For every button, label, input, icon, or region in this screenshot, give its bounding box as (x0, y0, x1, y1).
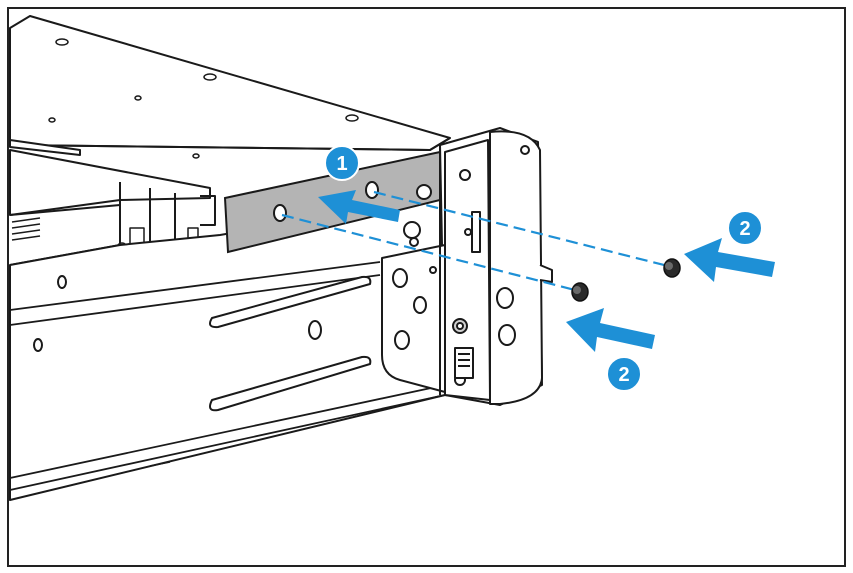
rack-ear (381, 127, 553, 406)
callout-1: 1 (324, 145, 360, 181)
chassis-slot-upper (209, 275, 372, 329)
arrow-step-2-upper (684, 238, 775, 282)
callout-2-lower-label: 2 (618, 364, 629, 386)
callout-2-lower: 2 (606, 356, 642, 392)
arrow-step-2-lower (566, 308, 655, 352)
chassis-slot-lower (209, 355, 372, 412)
top-cover-holes (48, 38, 359, 159)
screw-guide-lines (281, 190, 669, 292)
guide-line-upper (373, 190, 669, 268)
bracket-hole-right (365, 181, 379, 199)
screw-upper (663, 258, 681, 278)
arrow-step-1 (318, 190, 400, 224)
guide-line-lower (281, 213, 576, 292)
callout-2-upper-label: 2 (739, 218, 750, 240)
callout-2-upper: 2 (727, 210, 763, 246)
bracket-hole-left (273, 204, 287, 222)
screw-lower (571, 282, 589, 302)
callout-1-label: 1 (336, 153, 347, 175)
server-chassis (9, 15, 451, 501)
